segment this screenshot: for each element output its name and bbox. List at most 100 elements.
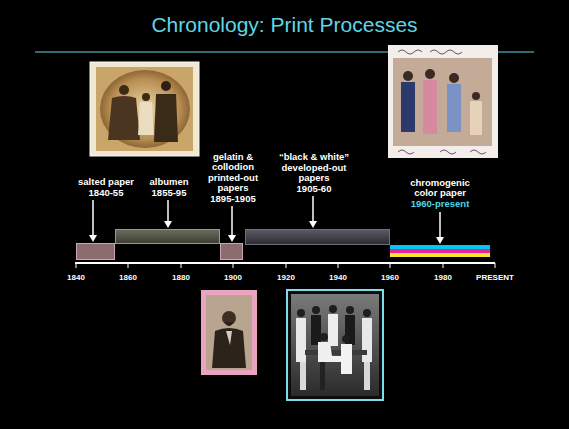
timeline-axis-part [128,263,129,268]
carte-de-visite-photograph-part [201,290,257,375]
group-photograph [287,290,383,400]
group-photograph-part [346,306,354,314]
leader-arrow [439,212,441,238]
group-photograph-part [364,362,370,390]
group-photograph-part [305,350,367,355]
color-snapshot-part [393,58,492,146]
group-photograph-part [312,306,320,314]
leader-arrow [167,200,169,222]
group-photograph-part [362,318,372,362]
sepia-photograph-part [100,70,190,148]
group-photograph-part [328,314,338,346]
color-snapshot-part [401,82,415,132]
color-snapshot-part [423,80,437,134]
date-range: 1855-95 [141,188,197,198]
color-snapshot-part [403,71,413,81]
group-photograph-part [363,309,371,317]
leader-arrow [312,196,314,222]
color-snapshot-part [472,92,480,100]
era-label: salted paper1840-55 [71,177,141,198]
sepia-photograph-part [138,102,154,135]
axis-year: 1860 [98,273,158,282]
arrow-head [309,221,317,228]
group-photograph-part [287,290,383,400]
sepia-photograph-part [90,62,199,156]
timeline-axis-part [338,263,339,268]
axis-year: PRESENT [465,273,525,282]
leader-arrow [231,206,233,236]
sepia-photograph-part [161,81,171,91]
timeline-axis-part [233,263,234,268]
arrow-head [164,221,172,228]
timeline-axis-part [181,263,182,268]
timeline-axis-part [495,263,496,268]
group-photograph-part [296,318,306,362]
era-bar: chromogenic color paper1960-present [390,245,490,258]
axis-year: 1960 [360,273,420,282]
group-photograph-part [297,309,305,317]
era-bar: salted paper1840-55 [76,243,115,260]
leader-arrow [92,200,94,236]
timeline-axis-part [286,263,287,268]
process-name: gelatin & collodion printed-out papers [203,152,263,194]
color-snapshot [388,45,498,158]
carte-de-visite-photograph-part [224,322,234,326]
slide-title: Chronology: Print Processes [0,13,569,37]
color-snapshot-part [449,73,459,83]
axis-year: 1840 [46,273,106,282]
timeline-axis [75,263,495,268]
process-name: chromogenic color paper [403,178,477,199]
process-name: albumen [141,177,197,187]
axis-year: 1920 [256,273,316,282]
group-photograph-part [342,335,350,343]
group-photograph-part [329,305,337,313]
carte-de-visite-photograph [201,290,257,375]
axis-year: 1900 [203,273,263,282]
timeline-axis-part [443,263,444,268]
sepia-photograph-part [142,93,150,101]
era-label: albumen1855-95 [141,177,197,198]
group-photograph-part [311,315,321,345]
sepia-photograph-part [96,67,193,151]
color-snapshot-part [470,101,482,135]
sepia-photograph [90,62,199,156]
era-label: “black & white” developed-out papers1905… [268,152,360,194]
sepia-photograph-part [119,85,129,95]
era-label: chromogenic color paper1960-present [403,178,477,209]
date-range: 1960-present [403,199,477,209]
arrow-head [436,237,444,244]
group-photograph-part [320,333,328,341]
carte-de-visite-photograph-part [212,328,246,368]
group-photograph-part [291,294,379,396]
carte-de-visite-photograph-part [206,295,252,370]
process-name: “black & white” developed-out papers [268,152,360,183]
color-snapshot-part [398,50,462,54]
date-range: 1895-1905 [203,194,263,204]
era-bar: “black & white” developed-out papers1905… [245,229,390,245]
sepia-photograph-part [108,96,140,140]
carte-de-visite-photograph-part [222,311,236,325]
arrow-head [228,235,236,242]
axis-year: 1980 [413,273,473,282]
date-range: 1905-60 [268,184,360,194]
arrow-head [89,235,97,242]
era-bar: gelatin & collodion printed-out papers18… [220,243,243,260]
date-range: 1840-55 [71,188,141,198]
process-name: salted paper [71,177,141,187]
sepia-photograph-part [154,94,178,142]
axis-year: 1880 [151,273,211,282]
carte-de-visite-photograph-part [226,331,232,345]
color-snapshot-part [447,84,461,132]
group-photograph-part [320,362,325,390]
timeline-axis-part [76,263,77,268]
axis-year: 1940 [308,273,368,282]
era-label: gelatin & collodion printed-out papers18… [203,152,263,204]
color-stripe [390,253,490,257]
era-bar: albumen1855-95 [115,229,220,244]
color-snapshot-part [398,150,486,154]
timeline-axis-part [390,263,391,268]
color-snapshot-part [388,45,498,158]
